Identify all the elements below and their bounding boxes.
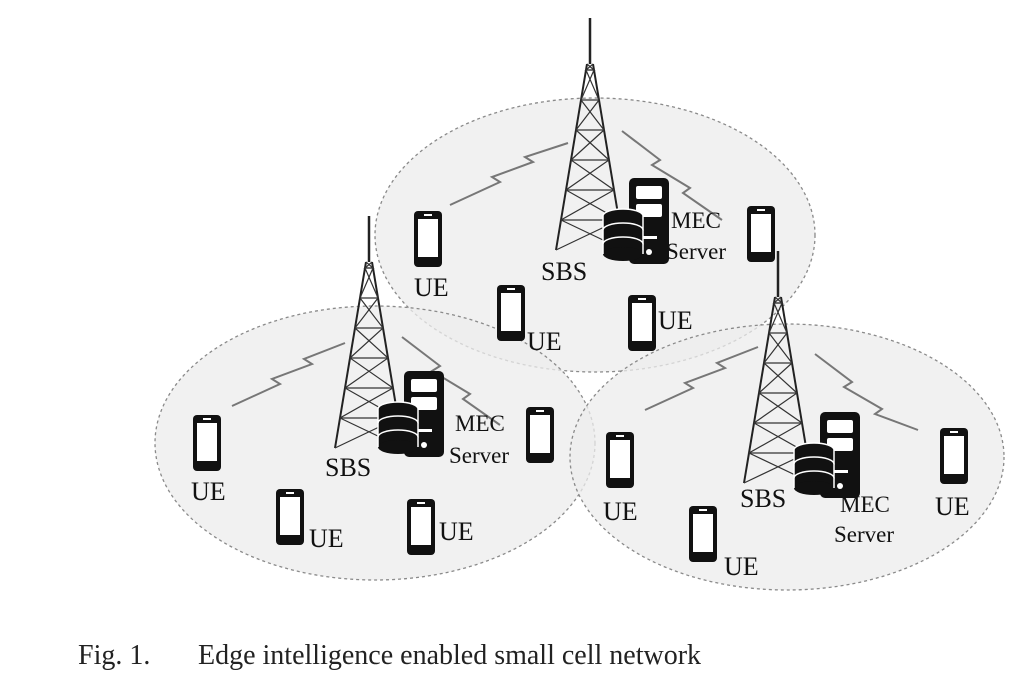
lightning-signal-icon (231, 342, 346, 407)
lightning-signal-icon (621, 130, 723, 221)
lightning-signal-icon (401, 336, 501, 426)
server-label: Server (449, 443, 509, 468)
phone-icon (606, 432, 634, 488)
cell-left-group: UE UE UE SBS MEC Server (191, 214, 554, 555)
ue-label: UE (414, 273, 449, 302)
phone-icon (940, 428, 968, 484)
phone-icon (414, 211, 442, 267)
sbs-label: SBS (541, 257, 587, 286)
ue-label: UE (309, 524, 344, 553)
ue-label: UE (191, 477, 226, 506)
phone-icon (276, 489, 304, 545)
phone-icon (497, 285, 525, 341)
ue-label: UE (603, 497, 638, 526)
mec-label: MEC (840, 492, 890, 517)
ue-label: UE (527, 327, 562, 356)
sbs-label: SBS (325, 453, 371, 482)
lightning-signal-icon (814, 353, 919, 431)
server-label: Server (834, 522, 894, 547)
figure-number: Fig. 1. (78, 640, 151, 671)
ue-label: UE (439, 517, 474, 546)
ue-label: UE (724, 552, 759, 581)
ue-label: UE (658, 306, 693, 335)
cell-right (569, 323, 1005, 591)
figure-caption: Fig. 1. Edge intelligence enabled small c… (78, 640, 701, 672)
figure-caption-text: Edge intelligence enabled small cell net… (198, 640, 702, 671)
phone-icon (526, 407, 554, 463)
sbs-label: SBS (740, 484, 786, 513)
cell-top (374, 97, 816, 373)
lightning-signal-icon (449, 142, 569, 206)
phone-icon (747, 206, 775, 262)
phone-icon (407, 499, 435, 555)
cell-right-group: UE UE UE SBS MEC Server (603, 249, 970, 581)
phone-icon (689, 506, 717, 562)
phone-icon (628, 295, 656, 351)
server-label: Server (666, 239, 726, 264)
lightning-signal-icon (644, 346, 759, 411)
mec-label: MEC (455, 411, 505, 436)
mec-label: MEC (671, 208, 721, 233)
ue-label: UE (935, 492, 970, 521)
phone-icon (193, 415, 221, 471)
cell-top-group: UE UE UE SBS MEC Server (414, 16, 775, 356)
